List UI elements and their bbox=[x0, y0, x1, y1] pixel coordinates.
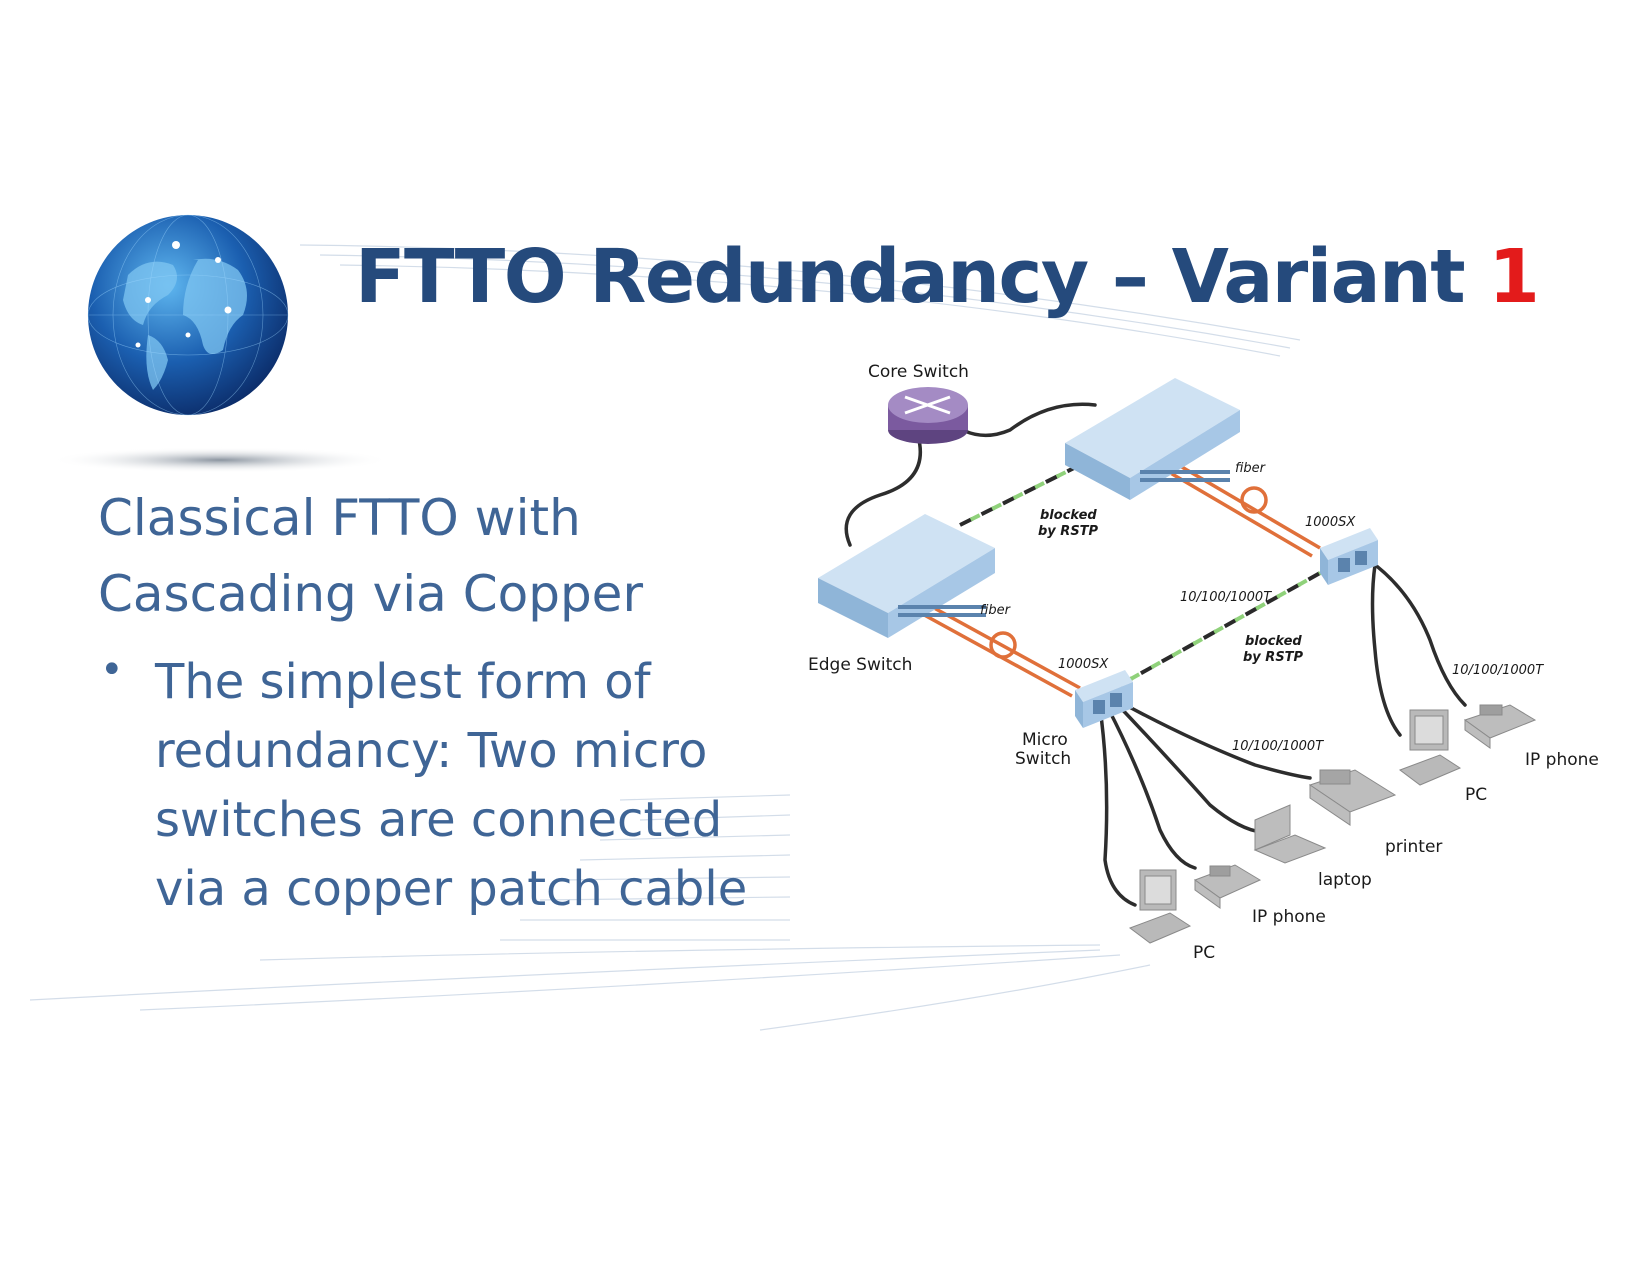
ip-phone-right-label: IP phone bbox=[1525, 750, 1599, 770]
core-switch-icon bbox=[888, 387, 968, 444]
blocked-top-label-1: blocked bbox=[1040, 508, 1097, 523]
core-switch-label: Core Switch bbox=[868, 362, 969, 382]
fiber-left-label: fiber bbox=[980, 603, 1012, 618]
pc-bottom-icon bbox=[1128, 869, 1192, 944]
subtitle: Classical FTTO with Cascading via Copper bbox=[98, 489, 643, 623]
micro-left-to-phone-cable bbox=[1106, 706, 1197, 870]
micro-switch-left-icon bbox=[1075, 670, 1133, 728]
fiber-top-loop bbox=[1240, 486, 1268, 514]
globe-shadow bbox=[50, 447, 390, 473]
edge-switch-icon bbox=[818, 514, 995, 638]
title-variant-number: 1 bbox=[1488, 234, 1540, 320]
fiber-top-label: fiber bbox=[1235, 461, 1267, 476]
fiber-top-b bbox=[1166, 469, 1313, 558]
ip-phone-right-icon bbox=[1463, 704, 1537, 749]
fiber-top-a bbox=[1174, 461, 1321, 550]
core-to-edge-switch-cable bbox=[844, 434, 923, 547]
fiber-left-loop bbox=[989, 631, 1017, 659]
pc-right-label: PC bbox=[1465, 785, 1487, 805]
bottom-cable-label: 10/100/1000T bbox=[1232, 739, 1324, 754]
ip-phone-bottom-icon bbox=[1193, 864, 1262, 909]
laptop-label: laptop bbox=[1318, 870, 1372, 890]
pc-right-icon bbox=[1398, 709, 1462, 786]
bullet-marker: • bbox=[100, 647, 124, 693]
sx-left-label: 1000SX bbox=[1058, 657, 1109, 672]
blocked-link-edge-to-top bbox=[959, 458, 1091, 527]
fiber-left-a bbox=[924, 601, 1081, 690]
micro-left-to-laptop-cable bbox=[1116, 703, 1264, 834]
micro-left-to-pc-cable bbox=[1098, 706, 1137, 907]
globe-icon bbox=[87, 214, 289, 416]
micro-switch-right-icon bbox=[1320, 528, 1378, 585]
micro-switch-label-line1: Micro bbox=[1022, 730, 1068, 750]
micro-switch-label-line2: Switch bbox=[1015, 749, 1071, 769]
title-text: FTTO Redundancy – Variant bbox=[355, 234, 1489, 320]
laptop-icon bbox=[1253, 804, 1327, 864]
blocked-mid-label-1: blocked bbox=[1245, 634, 1302, 649]
blocked-mid-label-2: by RSTP bbox=[1243, 650, 1304, 665]
right-cable-label: 10/100/1000T bbox=[1452, 663, 1544, 678]
blocked-top-label-2: by RSTP bbox=[1038, 524, 1099, 539]
bullet-text: The simplest form of redundancy: Two mic… bbox=[155, 654, 748, 917]
edge-switch-label: Edge Switch bbox=[808, 655, 912, 675]
copper-link-label: 10/100/1000T bbox=[1180, 590, 1272, 605]
micro-left-to-printer-cable bbox=[1118, 700, 1312, 780]
printer-label: printer bbox=[1385, 837, 1442, 857]
micro-right-to-pc-cable bbox=[1370, 563, 1402, 737]
top-switch-icon bbox=[1065, 378, 1240, 500]
micro-right-to-phone-cable bbox=[1368, 559, 1467, 707]
pc-bottom-label: PC bbox=[1193, 943, 1215, 963]
sx-top-label: 1000SX bbox=[1305, 515, 1356, 530]
ip-phone-bottom-label: IP phone bbox=[1252, 907, 1326, 927]
printer-icon bbox=[1308, 769, 1397, 826]
page-title: FTTO Redundancy – Variant 1 bbox=[355, 240, 1540, 314]
blocked-link-micro-micro-green bbox=[1119, 571, 1321, 687]
